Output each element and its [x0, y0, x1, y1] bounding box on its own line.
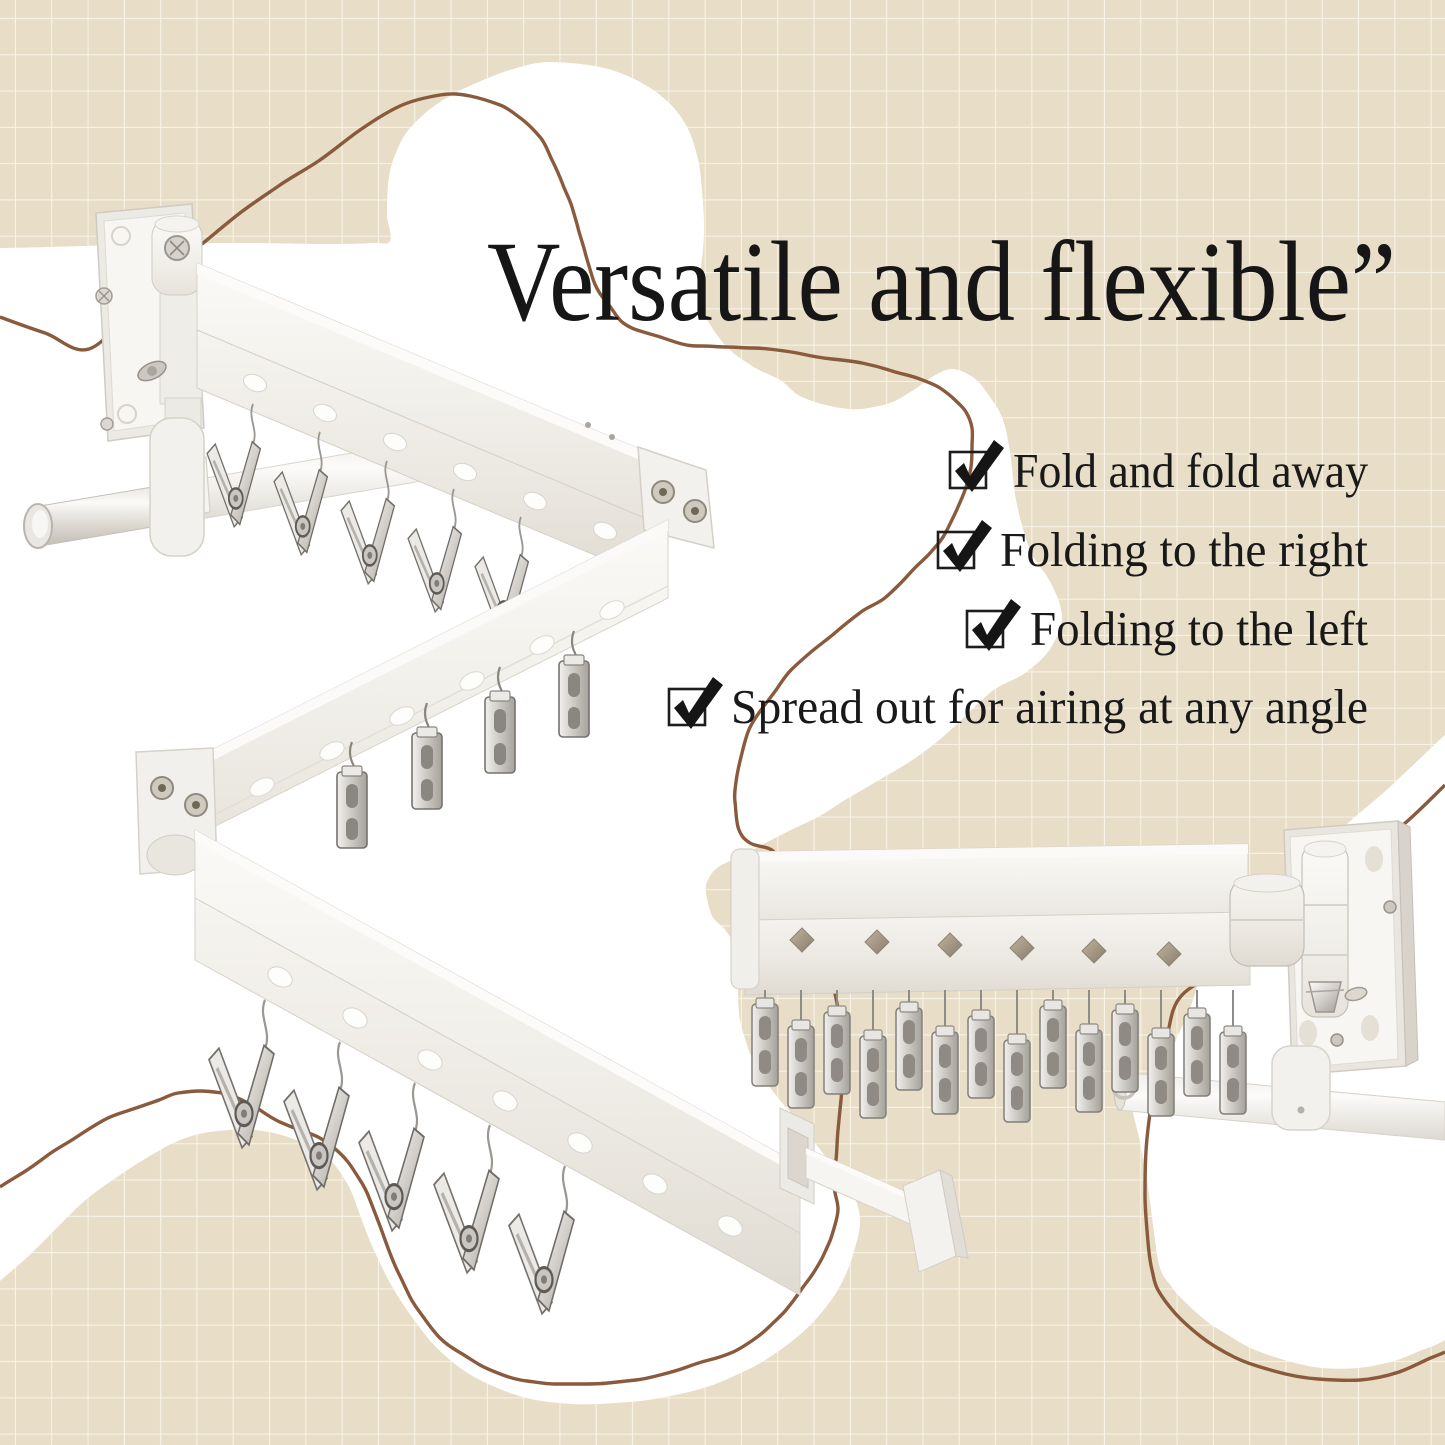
svg-text:Fold and fold away: Fold and fold away [1013, 443, 1368, 498]
svg-text:Spread out for airing at any a: Spread out for airing at any angle [731, 679, 1368, 734]
svg-text:Versatile and flexible”: Versatile and flexible” [487, 218, 1396, 345]
svg-text:Folding to the left: Folding to the left [1030, 601, 1368, 656]
svg-text:Folding to the right: Folding to the right [1000, 522, 1368, 577]
